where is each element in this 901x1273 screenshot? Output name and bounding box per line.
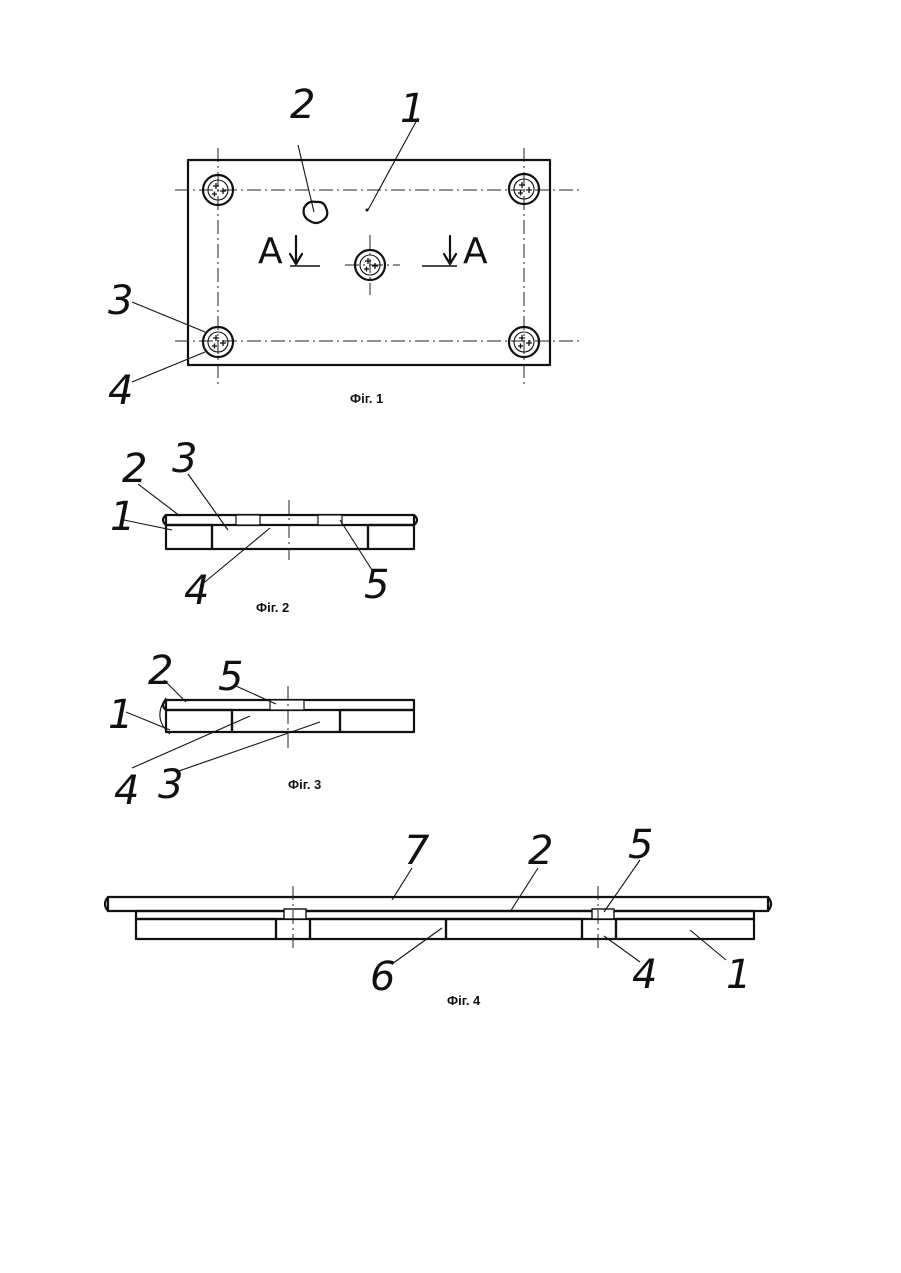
figure-4: 7 2 5 6 4 1 Фіг. 4 xyxy=(105,822,771,1008)
callout-label: 5 xyxy=(218,654,243,700)
callout-label: 1 xyxy=(400,86,425,132)
callout-label: 2 xyxy=(528,828,553,874)
callout-label: 7 xyxy=(404,828,430,874)
callout-label: 5 xyxy=(364,562,389,608)
callout-label: 5 xyxy=(628,822,653,868)
figure-caption: Фіг. 1 xyxy=(350,391,383,406)
callout-label: 6 xyxy=(370,954,395,1000)
callout-label: 2 xyxy=(148,648,173,694)
callout-label: 2 xyxy=(290,82,315,128)
callout-label: 4 xyxy=(114,768,139,814)
figure-1: 2 1 3 4 A A Фіг. 1 xyxy=(108,82,580,414)
callout-label: 4 xyxy=(184,568,209,614)
plate-outline xyxy=(188,160,550,365)
callout-label: 3 xyxy=(172,436,197,482)
bolt-icon xyxy=(509,174,539,204)
section-mark: A xyxy=(463,231,488,272)
callout-label: 4 xyxy=(632,952,657,998)
figure-caption: Фіг. 2 xyxy=(256,600,289,615)
figure-2: 2 1 3 4 5 Фіг. 2 xyxy=(110,436,417,615)
figure-caption: Фіг. 3 xyxy=(288,777,321,792)
callout-label: 1 xyxy=(726,952,751,998)
callout-label: 3 xyxy=(108,278,133,324)
callout-label: 1 xyxy=(108,692,133,738)
callout-label: 3 xyxy=(158,762,183,808)
callout-label: 2 xyxy=(122,446,147,492)
figure-caption: Фіг. 4 xyxy=(447,993,481,1008)
figure-3: 2 1 5 4 3 Фіг. 3 xyxy=(108,648,414,814)
callout-label: 1 xyxy=(110,494,135,540)
section-mark: A xyxy=(258,231,283,272)
callout-label: 4 xyxy=(108,368,133,414)
